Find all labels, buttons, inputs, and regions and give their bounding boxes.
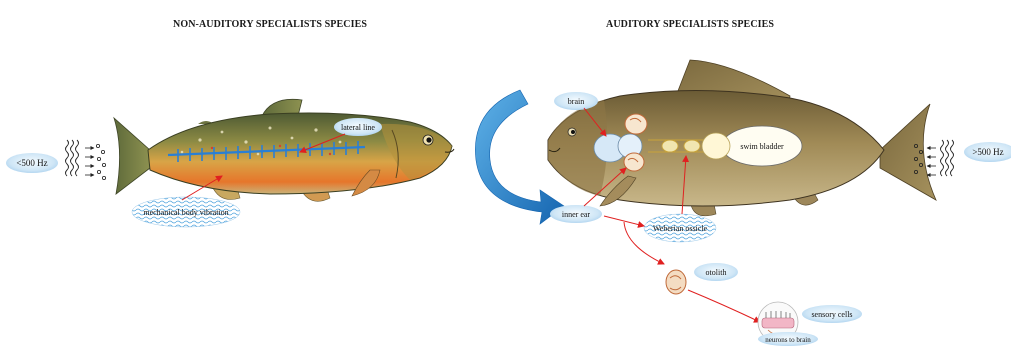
swim-bladder-label: swim bladder xyxy=(740,142,784,151)
low-frequency-bubble: <500 Hz xyxy=(6,153,58,173)
mechanical-vibration-label: mechanical body vibration xyxy=(143,208,228,217)
sound-waves-left-icon xyxy=(66,140,79,176)
sound-waves-right-icon xyxy=(941,140,954,176)
inner-ear-bubble: inner ear xyxy=(550,205,602,223)
low-frequency-label: <500 Hz xyxy=(16,158,47,168)
weberian-ossicle-bubble: Weberian ossicle xyxy=(644,214,716,242)
weberian-ossicle-label: Weberian ossicle xyxy=(653,224,708,233)
otolith-to-cells-arrow xyxy=(688,290,760,322)
sensory-cells-label: sensory cells xyxy=(811,310,852,319)
inner-ear-label: inner ear xyxy=(562,210,591,219)
brain-label: brain xyxy=(568,97,584,106)
neurons-label: neurons to brain xyxy=(765,336,811,344)
brain-bubble: brain xyxy=(554,92,598,110)
high-frequency-bubble: >500 Hz xyxy=(964,142,1011,162)
otolith-organ xyxy=(666,270,686,294)
mechanical-vibration-bubble: mechanical body vibration xyxy=(132,197,240,227)
neurons-bubble: neurons to brain xyxy=(758,332,818,346)
lateral-line-label: lateral line xyxy=(341,123,375,132)
sensory-cells-bubble: sensory cells xyxy=(802,305,862,323)
otolith-bubble: otolith xyxy=(694,263,738,281)
high-frequency-label: >500 Hz xyxy=(972,147,1003,157)
sound-arrows-left-icon xyxy=(85,144,106,179)
lateral-line-bubble: lateral line xyxy=(334,118,382,136)
otolith-label: otolith xyxy=(706,268,727,277)
